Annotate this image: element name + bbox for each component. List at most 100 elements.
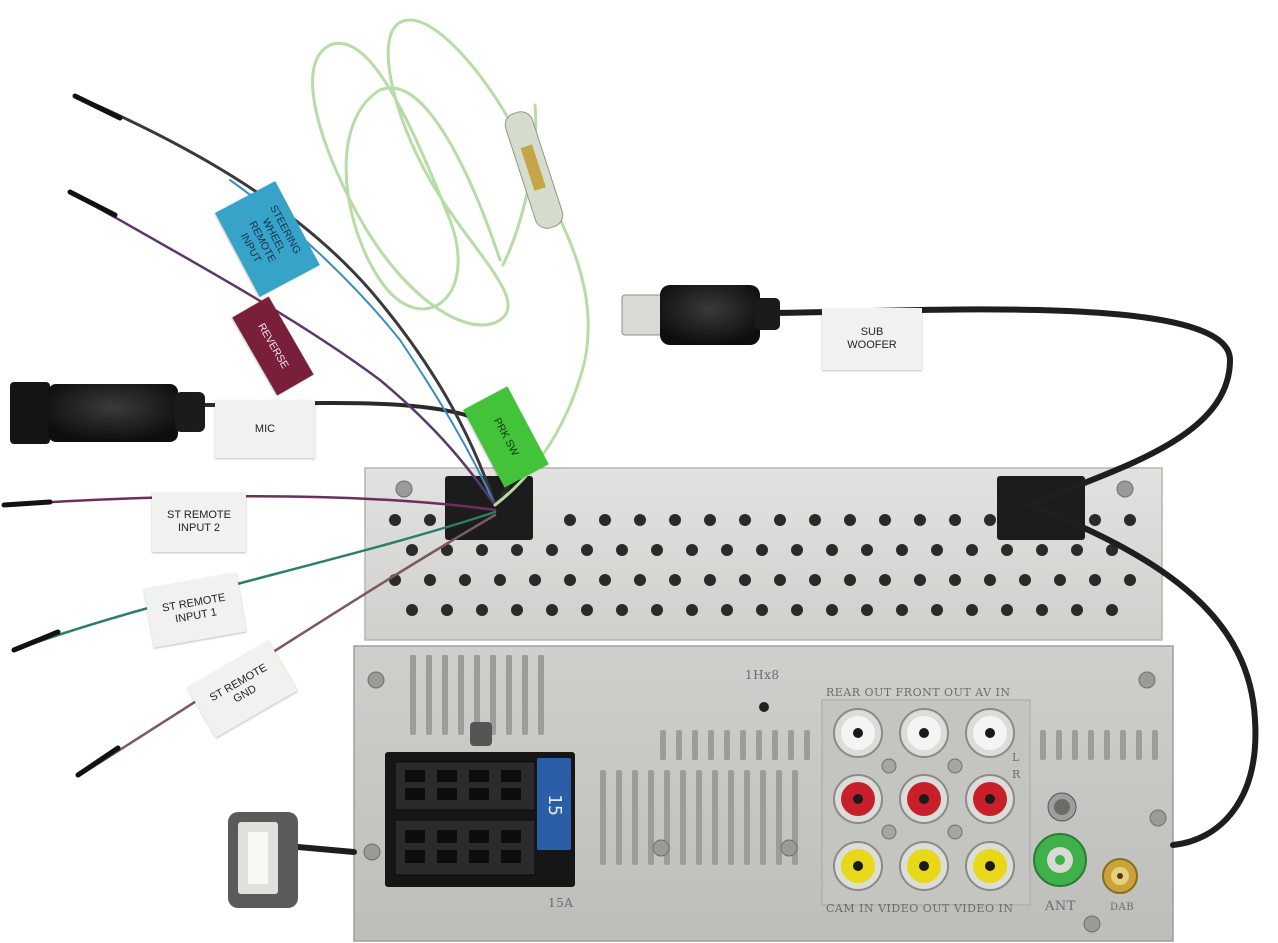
vent-hole — [511, 544, 523, 556]
screw — [652, 839, 670, 857]
rca-jack-pin — [985, 728, 995, 738]
cooling-fin — [600, 770, 606, 865]
connector-pin — [501, 850, 521, 863]
cooling-fin — [1120, 730, 1126, 760]
vent-hole — [1124, 574, 1136, 586]
vent-hole — [511, 604, 523, 616]
vent-hole — [704, 574, 716, 586]
cooling-fin — [680, 770, 686, 865]
vent-hole — [896, 604, 908, 616]
cooling-fin — [1104, 730, 1110, 760]
rca-footer-stamp: CAM IN VIDEO OUT VIDEO IN — [826, 902, 1014, 915]
vent-hole — [1019, 574, 1031, 586]
vent-hole — [476, 604, 488, 616]
vent-hole — [721, 544, 733, 556]
cooling-fin — [648, 770, 654, 865]
vent-hole — [809, 574, 821, 586]
vent-hole — [704, 514, 716, 526]
vent-hole — [669, 574, 681, 586]
cooling-fin — [740, 730, 746, 760]
vent-hole — [914, 514, 926, 526]
cooling-fin — [660, 730, 666, 760]
cables — [3, 18, 1259, 855]
vent-hole — [389, 514, 401, 526]
cooling-fin — [756, 730, 762, 760]
cooling-fin — [804, 730, 810, 760]
vent-hole — [546, 544, 558, 556]
vent-hole — [1106, 544, 1118, 556]
inline-fuse-holder — [504, 111, 564, 229]
vent-hole — [616, 604, 628, 616]
screw — [881, 758, 897, 774]
cooling-fin — [692, 730, 698, 760]
vent-hole — [896, 544, 908, 556]
cooling-fin — [712, 770, 718, 865]
vent-hole — [756, 544, 768, 556]
vent-hole — [791, 604, 803, 616]
screw — [947, 758, 963, 774]
antenna-jack — [1033, 792, 1087, 887]
connector-pin — [469, 850, 489, 863]
vent-hole — [879, 574, 891, 586]
screw — [363, 843, 381, 861]
rca-jack-pin — [985, 861, 995, 871]
vent-hole — [494, 574, 506, 586]
vent-hole — [1036, 604, 1048, 616]
cooling-fin — [410, 655, 416, 735]
vent-hole — [564, 514, 576, 526]
vent-hole — [1071, 604, 1083, 616]
vent-hole — [721, 604, 733, 616]
cooling-fin — [426, 655, 432, 735]
grounding-hole — [759, 702, 769, 712]
connector-pin — [405, 850, 425, 863]
cooling-fin — [616, 770, 622, 865]
vent-hole — [1071, 544, 1083, 556]
vent-hole — [529, 574, 541, 586]
cooling-fin — [788, 730, 794, 760]
vent-hole — [634, 574, 646, 586]
ant-stamp: ANT — [1045, 899, 1076, 914]
cooling-fin — [1152, 730, 1158, 760]
vent-hole — [756, 604, 768, 616]
cooling-fin — [506, 655, 512, 735]
vent-hole — [966, 544, 978, 556]
cooling-fin — [744, 770, 750, 865]
vent-hole — [791, 544, 803, 556]
label-st-remote-input-2: ST REMOTE INPUT 2 — [152, 492, 246, 552]
connector-pin — [469, 788, 489, 800]
cooling-fins — [410, 655, 1158, 865]
vent-hole — [774, 574, 786, 586]
chassis-top — [364, 467, 1163, 641]
vent-hole — [564, 574, 576, 586]
vent-hole — [949, 574, 961, 586]
screw — [1083, 915, 1101, 933]
screw — [947, 824, 963, 840]
rca-jack-pin — [919, 794, 929, 804]
vent-hole — [441, 544, 453, 556]
vent-hole — [599, 574, 611, 586]
screw — [367, 671, 385, 689]
connector-pin — [437, 788, 457, 800]
label-mic: MIC — [215, 400, 315, 458]
vent-hole — [424, 574, 436, 586]
vent-hole — [984, 574, 996, 586]
cooling-fin — [772, 730, 778, 760]
screw — [1138, 671, 1156, 689]
vent-hole — [844, 514, 856, 526]
vent-hole — [669, 514, 681, 526]
connector-pin — [405, 770, 425, 782]
screw — [1116, 480, 1134, 498]
rca-jack-pin — [919, 728, 929, 738]
connector-pin — [437, 830, 457, 843]
vent-hole — [686, 544, 698, 556]
vent-hole — [616, 544, 628, 556]
cooling-fin — [760, 770, 766, 865]
vent-hole — [861, 544, 873, 556]
rca-jack-pin — [853, 728, 863, 738]
vent-hole — [599, 514, 611, 526]
vent-hole — [406, 604, 418, 616]
vent-hole — [879, 514, 891, 526]
cooling-fin — [708, 730, 714, 760]
vent-hole — [1089, 574, 1101, 586]
